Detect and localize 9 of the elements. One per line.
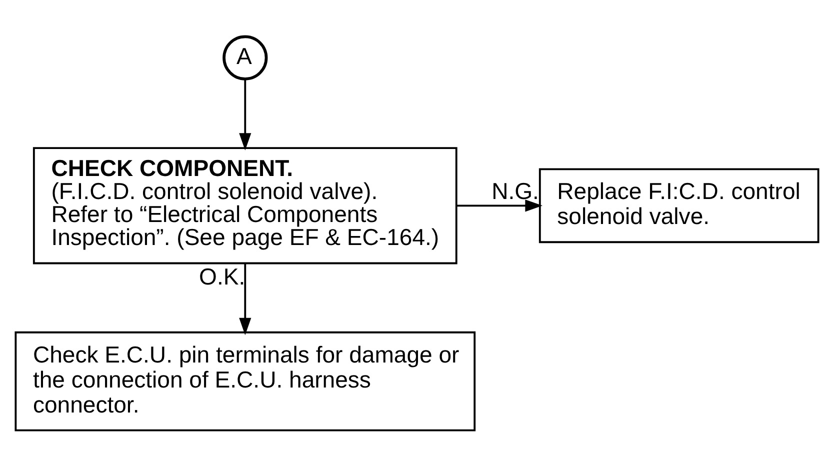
node-box: Check E.C.U. pin terminals for damage or the connection of E.C.U. harness connector. bbox=[14, 330, 476, 431]
node-box: CHECK COMPONENT. (F.I.C.D. control solenoid valve). Refer to “Electrical Components Inspection”. (See page EF & EC-164.) bbox=[32, 146, 458, 264]
arrow bbox=[239, 78, 252, 150]
node-box: Replace F.I:C.D. control solenoid valve. bbox=[538, 168, 820, 243]
node-circle: A bbox=[222, 34, 268, 80]
edge-label: O.K. bbox=[199, 263, 246, 290]
arrow bbox=[239, 263, 252, 335]
arrow bbox=[456, 199, 542, 212]
edge-label: N.G. bbox=[492, 178, 539, 204]
